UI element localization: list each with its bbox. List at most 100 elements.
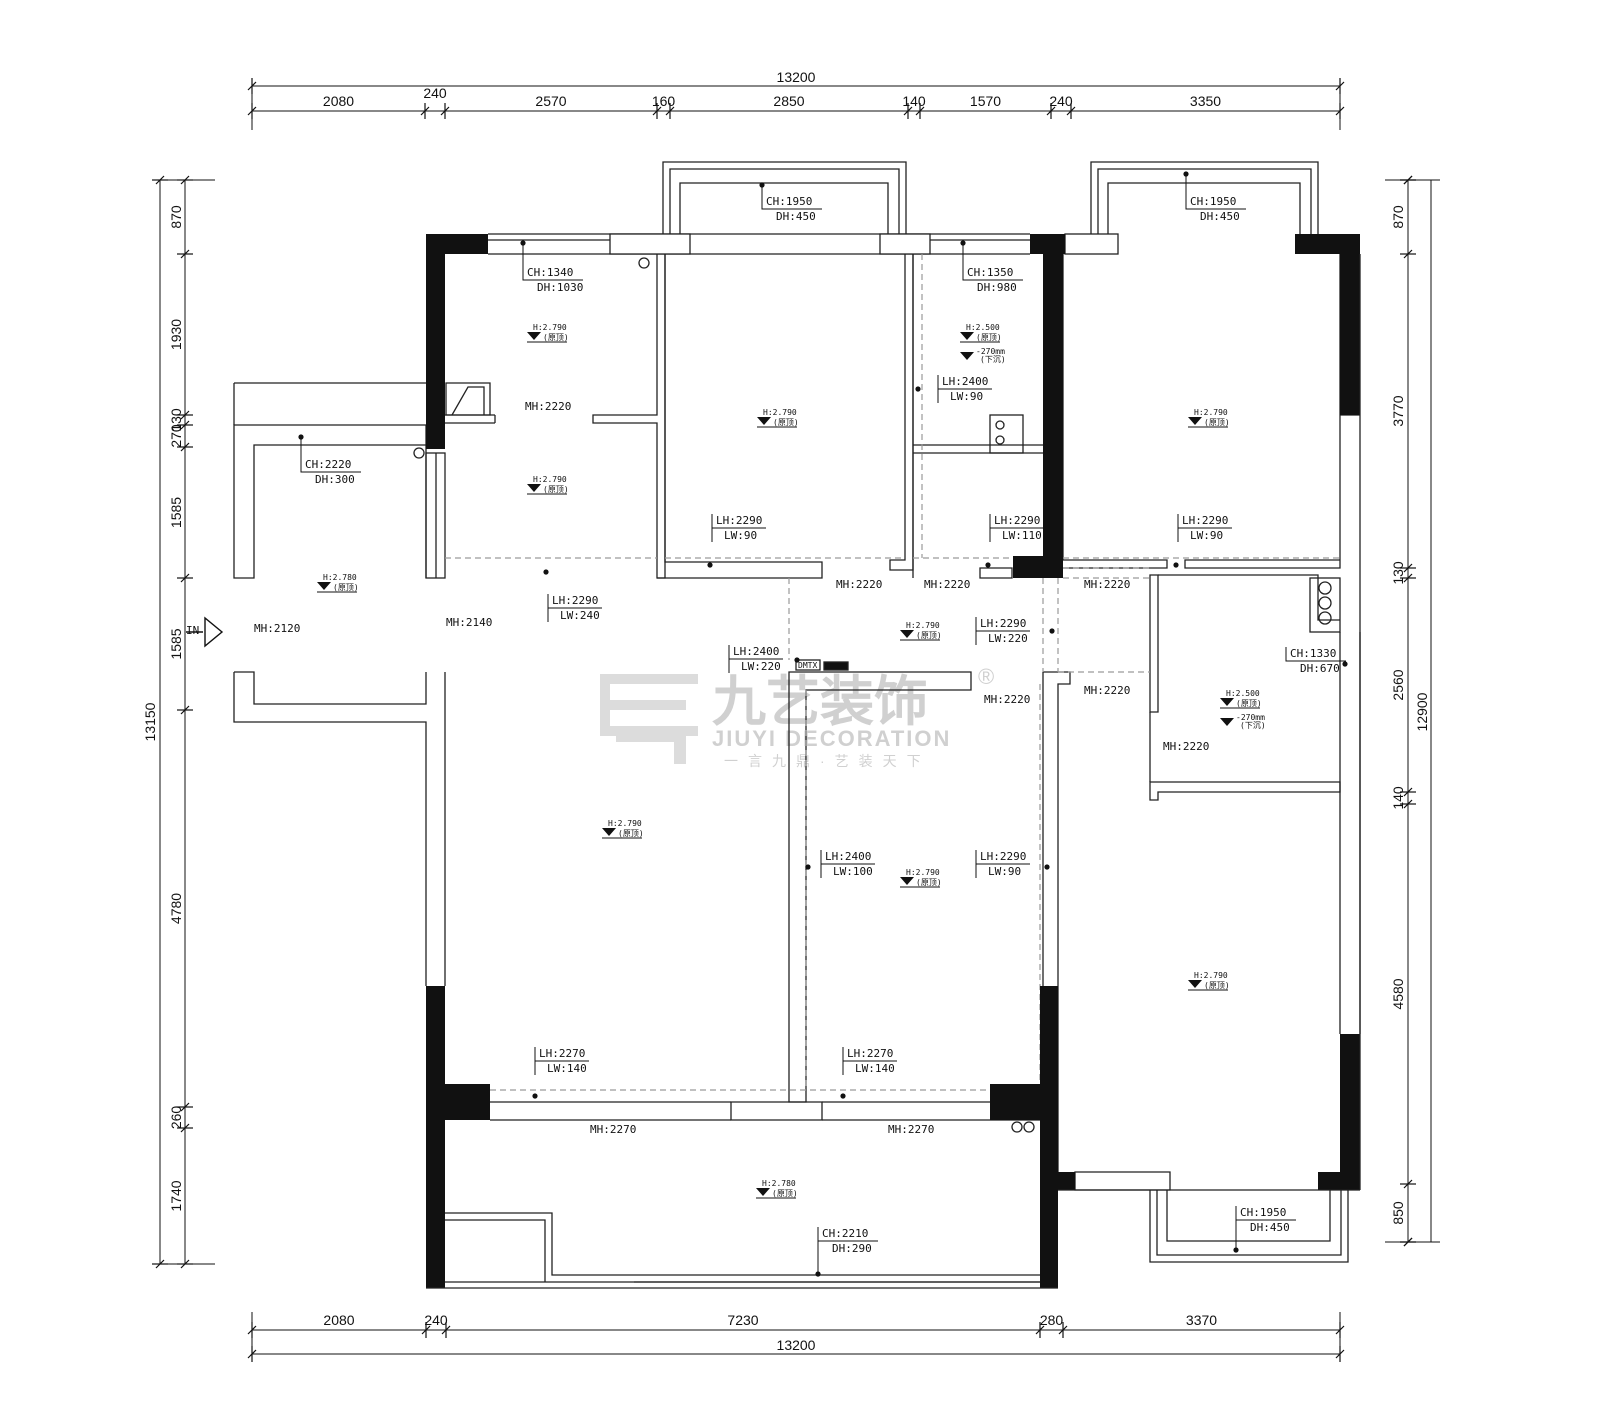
callout-window-annex-dh: DH:300: [315, 473, 355, 486]
callout-bedroom2-door-lw: LW:90: [724, 529, 757, 542]
callout-bedroom4-right-lh: LH:2290: [980, 850, 1026, 863]
level-living-note: (原顶): [618, 829, 644, 838]
callout-leader: [842, 1047, 897, 1075]
dimension-right-segment: 850: [1390, 1201, 1406, 1225]
level-bedroom1-value: H:2.790: [533, 323, 567, 332]
annotation-labels: CH:1950DH:450CH:1950DH:450CH:1950DH:450C…: [254, 195, 1340, 1255]
opening-height-label: MH:2140: [446, 616, 492, 629]
marker-dot: [532, 1093, 538, 1099]
callout-kitchen-door-lw: LW:90: [950, 390, 983, 403]
level-symbol-icon: [756, 1188, 770, 1196]
opening-height-label: MH:2270: [590, 1123, 636, 1136]
callout-leader: [300, 437, 361, 473]
opening-height-label: MH:2220: [525, 400, 571, 413]
callout-leader: [1285, 647, 1346, 664]
opening-height-label: MH:2270: [888, 1123, 934, 1136]
callout-window-annex-ch: CH:2220: [305, 458, 351, 471]
callout-leader: [1235, 1206, 1296, 1250]
callout-living-upper-lh: LH:2290: [552, 594, 598, 607]
dimension-left-segment: 870: [168, 205, 184, 229]
marker-dot: [794, 657, 800, 663]
level-kitchen-note: (原顶): [976, 333, 1002, 342]
watermark-logo: 九艺装饰 ® JIUYI DECORATION 一言九鼎·艺装天下: [600, 664, 994, 769]
callout-window-bath-ch: CH:1330: [1290, 647, 1336, 660]
callout-kitchen-lower-lh: LH:2290: [994, 514, 1040, 527]
level-master-note: (原顶): [1204, 981, 1230, 990]
callout-leader: [522, 243, 583, 281]
dimension-right-total: 12900: [1414, 692, 1430, 731]
dimension-left-segment: 1585: [168, 628, 184, 659]
dimension-top-segment: 2570: [535, 93, 566, 109]
annotation-markers: [298, 171, 1348, 1277]
level-annex-value: H:2.780: [323, 573, 357, 582]
level-symbol-icon: [527, 484, 541, 492]
callout-window-balcony-ch: CH:2210: [822, 1227, 868, 1240]
dimension-right-segment: 2560: [1390, 669, 1406, 700]
level-symbol-icon: [1220, 698, 1234, 706]
level-annex-note: (原顶): [333, 583, 359, 592]
callout-leader: [937, 375, 992, 403]
level-bath-offset: -270mm: [1236, 713, 1265, 722]
marker-dot: [805, 864, 811, 870]
level-bedroom4-value: H:2.790: [906, 868, 940, 877]
level-symbol-icon: [317, 582, 331, 590]
level-symbol-icon: [960, 332, 974, 340]
dimension-left-segment: 1585: [168, 497, 184, 528]
dimension-bottom-segment: 280: [1040, 1312, 1064, 1328]
callout-bedroom3-door-lh: LH:2290: [1182, 514, 1228, 527]
callout-hall-left-lh: LH:2400: [733, 645, 779, 658]
callout-leader: [817, 1227, 878, 1274]
callout-kitchen-door-lh: LH:2400: [942, 375, 988, 388]
opening-height-label: MH:2120: [254, 622, 300, 635]
dimension-left-segment: 260: [168, 1106, 184, 1130]
dimension-bottom-segment: 7230: [727, 1312, 758, 1328]
callout-window-bath-dh: DH:670: [1300, 662, 1340, 675]
watermark-slogan: 一言九鼎·艺装天下: [724, 753, 931, 769]
dimension-top-segment: 240: [423, 85, 447, 101]
marker-dot: [1044, 864, 1050, 870]
level-symbol-icon: [1188, 417, 1202, 425]
opening-height-label: MH:2220: [836, 578, 882, 591]
dimension-top-segment: 1570: [970, 93, 1001, 109]
callout-bay-top-right-ch: CH:1950: [1190, 195, 1236, 208]
level-bedroom3-value: H:2.790: [1194, 408, 1228, 417]
level-symbol-icon: [960, 352, 974, 360]
opening-height-label: MH:2220: [924, 578, 970, 591]
dimension-left-segment: 130: [168, 408, 184, 432]
level-balcony-value: H:2.780: [762, 1179, 796, 1188]
level-kitchen-value: H:2.500: [966, 323, 1000, 332]
callout-bedroom4-lower-lh: LH:2270: [847, 1047, 893, 1060]
level-bedroom1-note: (原顶): [543, 333, 569, 342]
callout-living-lower-lw: LW:140: [547, 1062, 587, 1075]
level-symbol-icon: [757, 417, 771, 425]
interior-walls: [233, 161, 1361, 1283]
level-master-value: H:2.790: [1194, 971, 1228, 980]
dimension-bottom-segment: 3370: [1186, 1312, 1217, 1328]
marker-dot: [985, 562, 991, 568]
level-bedroom2-note: (原顶): [773, 418, 799, 427]
callout-hall-right-lw: LW:220: [988, 632, 1028, 645]
callout-leader: [761, 185, 822, 210]
marker-dot: [840, 1093, 846, 1099]
level-hall-value: H:2.790: [906, 621, 940, 630]
opening-height-label: MH:2220: [1163, 740, 1209, 753]
level-dining-note: (原顶): [543, 485, 569, 494]
dimension-left-segment: 4780: [168, 893, 184, 924]
callout-hall-left-lw: LW:220: [741, 660, 781, 673]
dimension-ticks: [152, 78, 1416, 1362]
callout-leader: [975, 617, 1030, 645]
callout-leader: [962, 243, 1023, 281]
callout-bay-bottom-ch: CH:1950: [1240, 1206, 1286, 1219]
callout-leader: [711, 514, 766, 542]
callout-window-kitchen-ch: CH:1350: [967, 266, 1013, 279]
callout-leader: [975, 850, 1030, 878]
entry-label: IN: [186, 624, 199, 637]
dimension-right-segment: 3770: [1390, 395, 1406, 426]
callout-living-lower-lh: LH:2270: [539, 1047, 585, 1060]
dimension-bottom-segment: 240: [424, 1312, 448, 1328]
level-symbol-icon: [1220, 718, 1234, 726]
level-bedroom4-note: (原顶): [916, 878, 942, 887]
callout-bedroom4-left-lw: LW:100: [833, 865, 873, 878]
level-kitchen-sunk: (下沉): [980, 355, 1006, 364]
